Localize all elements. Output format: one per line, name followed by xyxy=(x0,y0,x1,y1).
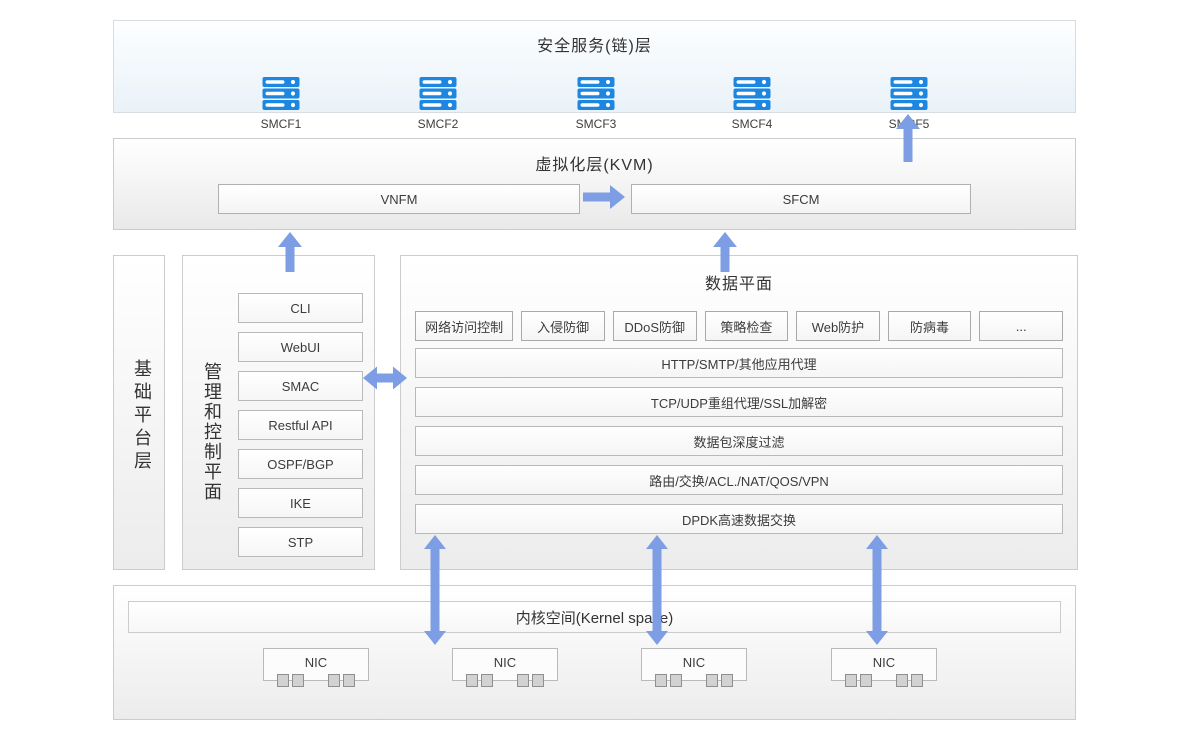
base-platform-layer: 基础平台层 xyxy=(113,255,165,570)
data-plane-stack-row: 路由/交换/ACL./NAT/QOS/VPN xyxy=(415,465,1063,495)
security-layer-title: 安全服务(链)层 xyxy=(537,38,652,55)
vnfm-box: VNFM xyxy=(218,184,580,214)
arrow-right-vnfm-to-sfcm-icon xyxy=(583,184,625,210)
security-function-box: 网络访问控制 xyxy=(415,311,514,341)
smcf-node-label: SMCF2 xyxy=(417,117,459,131)
nic-port-icon xyxy=(343,674,355,687)
nic-port-icon xyxy=(911,674,923,687)
nic-port-icon xyxy=(328,674,340,687)
nic-port-icon xyxy=(845,674,857,687)
management-plane-title: 管理和控制平面 xyxy=(202,362,222,502)
data-plane-title: 数据平面 xyxy=(704,276,773,293)
base-platform-title: 基础平台层 xyxy=(132,359,152,474)
nic-label: NIC xyxy=(493,655,517,670)
arrow-vdouble-dataplane-kernel-3-icon xyxy=(865,535,889,645)
management-item: OSPF/BGP xyxy=(238,449,363,479)
data-plane-stack-row: DPDK高速数据交换 xyxy=(415,504,1063,534)
management-item: IKE xyxy=(238,488,363,518)
arrow-double-mgmt-dataplane-icon xyxy=(362,365,408,391)
security-function-box: DDoS防御 xyxy=(612,311,697,341)
nic-port-icon xyxy=(655,674,667,687)
nic-port-icon xyxy=(532,674,544,687)
nic-port-icon xyxy=(292,674,304,687)
security-function-box: 策略检查 xyxy=(704,311,789,341)
data-plane-stack-row: HTTP/SMTP/其他应用代理 xyxy=(415,348,1063,378)
smcf-node-label: SMCF4 xyxy=(731,117,773,131)
security-function-box: 入侵防御 xyxy=(521,311,605,341)
smcf-node: SMCF2 xyxy=(403,77,473,131)
kernel-space-titlebar: 内核空间(Kernel space) xyxy=(128,601,1061,633)
management-item-list: CLI WebUI SMAC Restful API OSPF/BGP IKE STP xyxy=(238,293,363,557)
data-plane-stack: HTTP/SMTP/其他应用代理 TCP/UDP重组代理/SSL加解密数据包深度过… xyxy=(415,348,1063,534)
server-icon xyxy=(577,77,615,114)
nic-port-icon xyxy=(517,674,529,687)
smcf-node-label: SMCF3 xyxy=(575,117,617,131)
arrow-vdouble-dataplane-kernel-2-icon xyxy=(645,535,669,645)
management-item: SMAC xyxy=(238,371,363,401)
nic-ports xyxy=(264,674,368,687)
management-item: CLI xyxy=(238,293,363,323)
server-icon xyxy=(262,77,300,114)
nic-box: NIC xyxy=(452,648,558,687)
security-service-chain-layer: 安全服务(链)层 xyxy=(113,20,1076,131)
nic-ports xyxy=(832,674,936,687)
arrow-up-mgmt-to-vnfm-icon xyxy=(277,232,303,272)
management-item: WebUI xyxy=(238,332,363,362)
security-function-box: 防病毒 xyxy=(887,311,972,341)
nic-ports xyxy=(642,674,746,687)
arrow-up-dataplane-to-virt-icon xyxy=(712,232,738,272)
nic-port-icon xyxy=(466,674,478,687)
smcf-node: SMCF1 xyxy=(246,77,316,131)
nic-port-icon xyxy=(721,674,733,687)
nic-label: NIC xyxy=(682,655,706,670)
management-control-plane: 管理和控制平面 CLI WebUI SMAC Restful API OSPF/BGP I… xyxy=(182,255,375,570)
kernel-space-panel: 内核空间(Kernel space) NIC NIC NIC xyxy=(113,585,1076,720)
virtualization-layer: 虚拟化层(KVM) VNFM SFCM xyxy=(113,138,1076,230)
data-plane-stack-row: TCP/UDP重组代理/SSL加解密 xyxy=(415,387,1063,417)
security-function-box: Web防护 xyxy=(796,311,880,341)
nic-port-icon xyxy=(860,674,872,687)
server-icon xyxy=(890,77,928,114)
server-icon xyxy=(419,77,457,114)
nic-box: NIC xyxy=(641,648,747,687)
nic-box: NIC xyxy=(831,648,937,687)
nic-ports xyxy=(453,674,557,687)
arrow-vdouble-dataplane-kernel-1-icon xyxy=(423,535,447,645)
sfcm-box: SFCM xyxy=(631,184,971,214)
nic-port-icon xyxy=(896,674,908,687)
nic-port-icon xyxy=(706,674,718,687)
smcf-node: SMCF4 xyxy=(717,77,787,131)
management-item: Restful API xyxy=(238,410,363,440)
server-icon xyxy=(733,77,771,114)
data-plane-stack-row: 数据包深度过滤 xyxy=(415,426,1063,456)
nic-port-icon xyxy=(481,674,493,687)
nic-label: NIC xyxy=(872,655,896,670)
smcf-node: SMCF3 xyxy=(561,77,631,131)
nic-label: NIC xyxy=(304,655,328,670)
nic-port-icon xyxy=(670,674,682,687)
security-function-box: ... xyxy=(979,311,1063,341)
nic-port-icon xyxy=(277,674,289,687)
arrow-up-sfcm-to-smcf5-icon xyxy=(895,114,921,162)
nic-box: NIC xyxy=(263,648,369,687)
smcf-node-label: SMCF1 xyxy=(260,117,302,131)
virtualization-layer-title: 虚拟化层(KVM) xyxy=(535,157,654,174)
management-item: STP xyxy=(238,527,363,557)
